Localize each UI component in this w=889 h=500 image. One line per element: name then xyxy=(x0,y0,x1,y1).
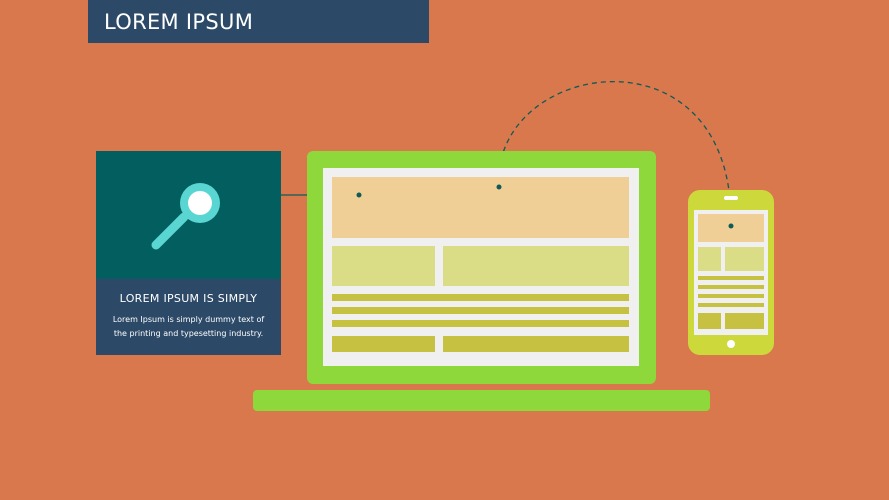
phone-speaker xyxy=(724,196,738,200)
screen-text-line xyxy=(332,320,629,327)
screen-sidebar-block xyxy=(332,246,435,286)
card-body: Lorem Ipsum is simply dummy text of the … xyxy=(108,313,269,341)
laptop-base xyxy=(253,390,710,411)
phone-text-line xyxy=(698,285,764,289)
card-heading: LOREM IPSUM IS SIMPLY xyxy=(119,292,258,305)
phone-home-button xyxy=(727,340,735,348)
phone-text-line xyxy=(698,303,764,307)
info-card-text-panel: LOREM IPSUM IS SIMPLY Lorem Ipsum is sim… xyxy=(96,279,281,355)
screen-header-block xyxy=(332,177,629,238)
screen-footer-block xyxy=(443,336,629,352)
dashed-connector-arc xyxy=(498,81,732,227)
magnifier-icon xyxy=(151,183,220,250)
title-bar: LOREM IPSUM xyxy=(88,0,429,43)
card-body-line: the printing and typesetting industry. xyxy=(113,329,264,338)
screen-footer-block xyxy=(332,336,435,352)
phone-sidebar-block xyxy=(698,247,721,271)
screen-content-block xyxy=(443,246,629,286)
phone-footer-block xyxy=(698,313,721,329)
page-title: LOREM IPSUM xyxy=(104,9,254,34)
phone-footer-block xyxy=(725,313,764,329)
info-card: LOREM IPSUM IS SIMPLY Lorem Ipsum is sim… xyxy=(96,151,281,355)
screen-text-line xyxy=(332,307,629,314)
info-card-icon-panel xyxy=(96,151,281,279)
magnifier-handle xyxy=(151,212,189,250)
phone-text-line xyxy=(698,294,764,298)
smartphone-icon xyxy=(688,190,774,355)
phone-text-line xyxy=(698,276,764,280)
phone-content-block xyxy=(725,247,764,271)
connector-dot xyxy=(728,223,734,229)
magnifier-lens xyxy=(188,191,212,215)
screen-text-line xyxy=(332,294,629,301)
card-body-line: Lorem Ipsum is simply dummy text of xyxy=(112,315,265,324)
connector-dot xyxy=(356,192,362,198)
laptop-icon xyxy=(253,151,710,411)
connector-dot xyxy=(496,184,502,190)
